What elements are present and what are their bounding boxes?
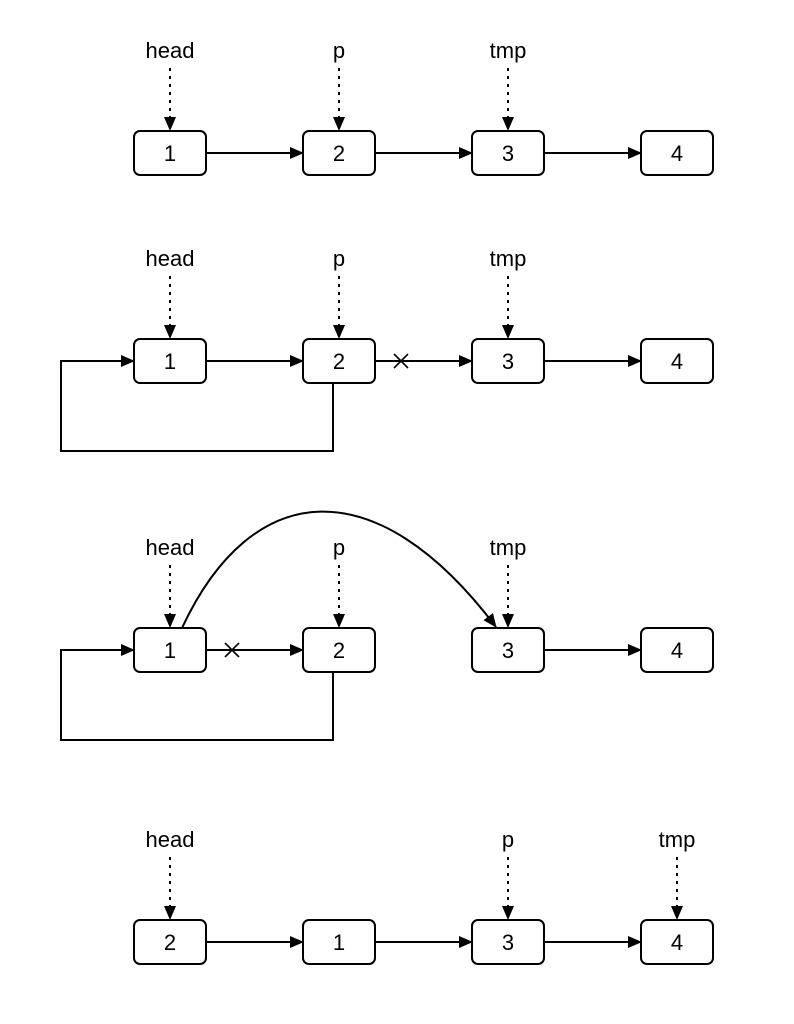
- step-3: head p tmp 1 2 3 4: [60, 510, 714, 741]
- node-value: 4: [671, 638, 683, 663]
- node-box: [302, 627, 376, 673]
- node-box: [133, 627, 207, 673]
- node-value: 3: [502, 930, 514, 955]
- node-value: 2: [333, 638, 345, 663]
- pointer-p: p: [333, 38, 345, 131]
- node-box: [471, 919, 545, 965]
- pointer-p: p: [333, 246, 345, 339]
- list-node: 3: [471, 627, 545, 673]
- node-box: [640, 130, 714, 176]
- pointer-label: tmp: [659, 827, 696, 852]
- step-1: head p tmp 1 2 3 4: [133, 38, 714, 176]
- pointer-tmp: tmp: [490, 38, 527, 131]
- node-box: [640, 627, 714, 673]
- pointer-tmp: tmp: [490, 246, 527, 339]
- list-node: 1: [133, 338, 207, 384]
- node-value: 2: [333, 349, 345, 374]
- node-value: 4: [671, 349, 683, 374]
- node-box: [302, 919, 376, 965]
- cut-mark-icon: [393, 353, 409, 369]
- node-box: [640, 919, 714, 965]
- step-4: head p tmp 2 1 3 4: [133, 827, 714, 965]
- list-node: 4: [640, 919, 714, 965]
- pointer-label: head: [146, 38, 195, 63]
- pointer-label: head: [146, 827, 195, 852]
- list-node: 2: [302, 338, 376, 384]
- list-node: 3: [471, 338, 545, 384]
- node-value: 3: [502, 141, 514, 166]
- skip-link-arrow: [181, 510, 497, 629]
- node-value: 2: [164, 930, 176, 955]
- list-node: 1: [133, 130, 207, 176]
- list-node: 4: [640, 130, 714, 176]
- node-value: 4: [671, 930, 683, 955]
- pointer-label: tmp: [490, 246, 527, 271]
- pointer-label: tmp: [490, 535, 527, 560]
- pointer-label: p: [333, 246, 345, 271]
- pointer-label: p: [502, 827, 514, 852]
- list-node: 4: [640, 338, 714, 384]
- pointer-p: p: [333, 535, 345, 628]
- list-node: 2: [133, 919, 207, 965]
- pointer-label: tmp: [490, 38, 527, 63]
- node-value: 1: [164, 638, 176, 663]
- node-box: [471, 627, 545, 673]
- node-box: [302, 130, 376, 176]
- node-box: [133, 919, 207, 965]
- node-value: 4: [671, 141, 683, 166]
- node-box: [302, 338, 376, 384]
- pointer-tmp: tmp: [490, 535, 527, 628]
- node-box: [471, 130, 545, 176]
- node-box: [133, 130, 207, 176]
- node-value: 1: [164, 349, 176, 374]
- node-value: 2: [333, 141, 345, 166]
- list-node: 3: [471, 130, 545, 176]
- step-2: head p tmp 1 2 3 4: [60, 246, 714, 452]
- pointer-label: p: [333, 535, 345, 560]
- node-box: [471, 338, 545, 384]
- pointer-label: head: [146, 535, 195, 560]
- list-node: 3: [471, 919, 545, 965]
- pointer-head: head: [146, 38, 195, 131]
- cut-mark-icon: [224, 642, 240, 658]
- node-value: 1: [333, 930, 345, 955]
- pointer-tmp: tmp: [659, 827, 696, 920]
- list-node: 2: [302, 627, 376, 673]
- pointer-p: p: [502, 827, 514, 920]
- node-value: 1: [164, 141, 176, 166]
- list-node: 2: [302, 130, 376, 176]
- reversed-link-arrow: [60, 644, 334, 741]
- node-box: [133, 338, 207, 384]
- list-node: 1: [133, 627, 207, 673]
- reversed-link-arrow: [60, 355, 334, 452]
- pointer-head: head: [146, 246, 195, 339]
- node-box: [640, 338, 714, 384]
- pointer-label: head: [146, 246, 195, 271]
- pointer-head: head: [146, 535, 195, 628]
- list-node: 4: [640, 627, 714, 673]
- node-value: 3: [502, 638, 514, 663]
- pointer-head: head: [146, 827, 195, 920]
- list-node: 1: [302, 919, 376, 965]
- pointer-label: p: [333, 38, 345, 63]
- node-value: 3: [502, 349, 514, 374]
